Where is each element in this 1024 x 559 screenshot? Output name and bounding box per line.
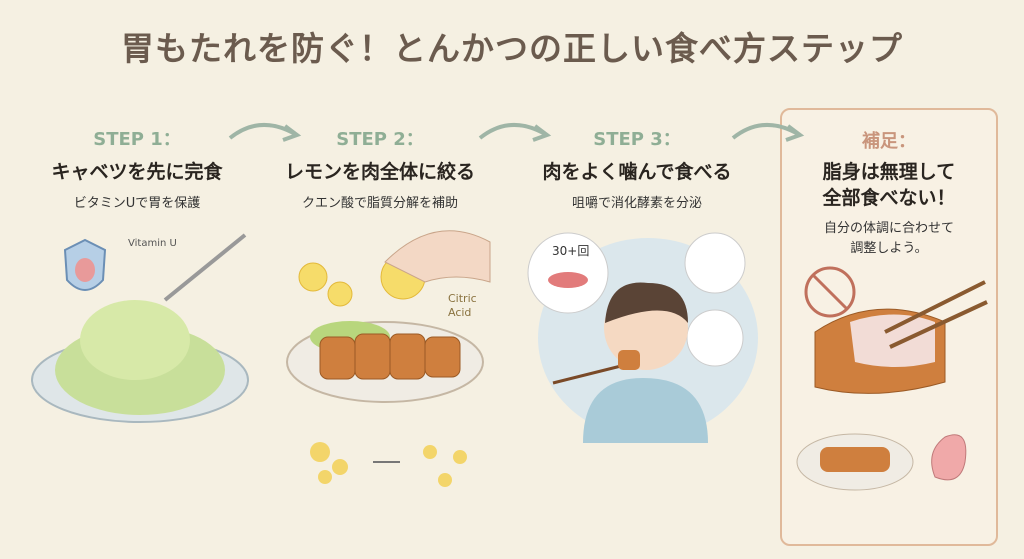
step-3: STEP 3： 肉をよく噛んで食べる 咀嚼で消化酵素を分泌 [522,125,752,211]
note-heading-line1: 脂身は無理して [822,161,956,183]
step-label: STEP 1： [93,129,181,150]
note-heading: 脂身は無理して全部食べない！ [782,159,996,211]
gear-icon [684,232,746,294]
step-heading: 肉をよく噛んで食べる [542,161,732,183]
arrow-icon [228,122,302,142]
note-subtext-line2: 調整しよう。 [850,241,928,256]
step-subtext: クエン酸で脂質分解を補助 [301,196,458,211]
citric-acid-label: Citric Acid [448,292,477,319]
note-subtext: 自分の体調に合わせて調整しよう。 [782,219,996,259]
cabbage-plate-illustration [31,233,249,423]
step-heading: キャベツを先に完食 [51,161,223,183]
arrow-icon [731,122,805,142]
page-title: 胃もたれを防ぐ！とんかつの正しい食べ方ステップ [121,29,903,68]
chew-count-label: 30+回 [552,244,590,258]
note-subtext-line1: 自分の体調に合わせて [823,221,954,236]
prohibited-icon [804,266,856,318]
stomach-icon [931,434,967,481]
note-heading-line2: 全部食べない！ [822,187,956,209]
lemon-tonkatsu-illustration [286,230,491,487]
step-2: STEP 2： レモンを肉全体に絞る クエン酸で脂質分解を補助 [265,125,495,211]
step-subtext: ビタミンUで胃を保護 [73,196,201,211]
vitamin-u-label: Vitamin U [128,238,177,249]
step-subtext: 咀嚼で消化酵素を分泌 [571,196,702,211]
chewing-person-illustration [527,232,758,443]
arrow-icon [478,122,552,142]
step-1: STEP 1： キャベツを先に完食 ビタミンUで胃を保護 [22,125,252,211]
step-label: STEP 3： [593,129,681,150]
note-label: 補足： [862,131,916,152]
fat-tonkatsu-illustration [796,266,988,491]
step-label: STEP 2： [336,129,424,150]
step-heading: レモンを肉全体に絞る [284,161,475,183]
